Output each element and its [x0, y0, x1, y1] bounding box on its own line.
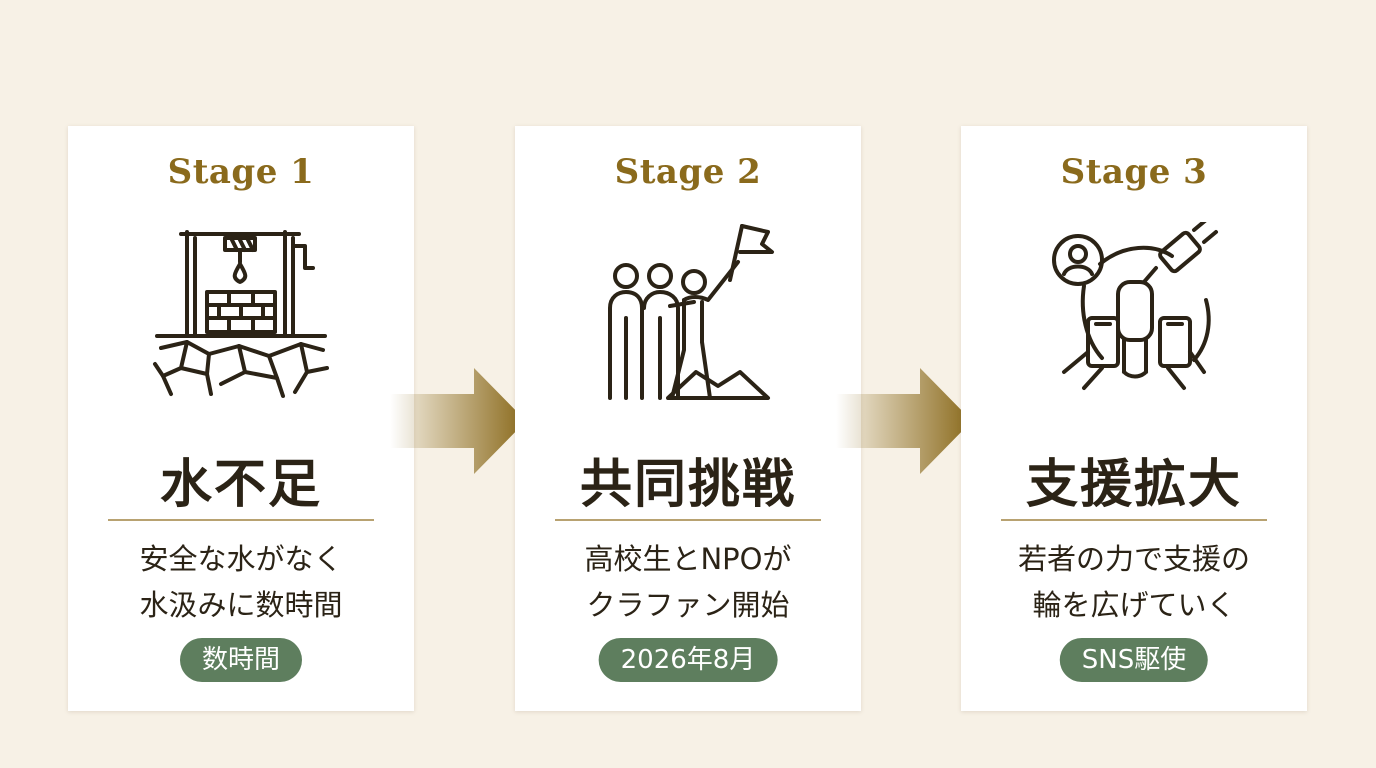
stage-label: Stage 2: [614, 152, 762, 192]
divider: [1001, 519, 1267, 521]
well-drought-icon: [151, 222, 331, 402]
stage-description: 高校生とNPOが クラファン開始: [515, 536, 861, 628]
stage-title: 共同挑戦: [579, 454, 796, 515]
arrow-right-icon: [836, 366, 976, 476]
description-line: 水汲みに数時間: [139, 588, 343, 622]
social-network-icon: [1044, 218, 1224, 402]
stage-card-2: Stage 2 共同挑戦: [515, 126, 861, 711]
stage-label: Stage 1: [167, 152, 315, 192]
stage-card-3: Stage 3 支援拡大: [961, 126, 1307, 711]
stage-description: 若者の力で支援の 輪を広げていく: [961, 536, 1307, 628]
description-line: 輪を広げていく: [1032, 588, 1236, 622]
description-line: 若者の力で支援の: [1017, 542, 1250, 576]
stage-badge: SNS駆使: [1059, 638, 1209, 682]
stage-label: Stage 3: [1060, 152, 1208, 192]
stage-title: 支援拡大: [1025, 454, 1242, 515]
description-line: クラファン開始: [586, 588, 790, 622]
stage-badge: 2026年8月: [598, 638, 778, 682]
stage-badge: 数時間: [179, 638, 303, 682]
team-flag-icon: [598, 222, 778, 402]
divider: [555, 519, 821, 521]
description-line: 安全な水がなく: [139, 542, 343, 576]
stage-title: 水不足: [159, 454, 322, 515]
stage-card-1: Stage 1: [68, 126, 414, 711]
description-line: 高校生とNPOが: [584, 542, 792, 576]
divider: [108, 519, 374, 521]
stage-description: 安全な水がなく 水汲みに数時間: [68, 536, 414, 628]
arrow-right-icon: [390, 366, 530, 476]
